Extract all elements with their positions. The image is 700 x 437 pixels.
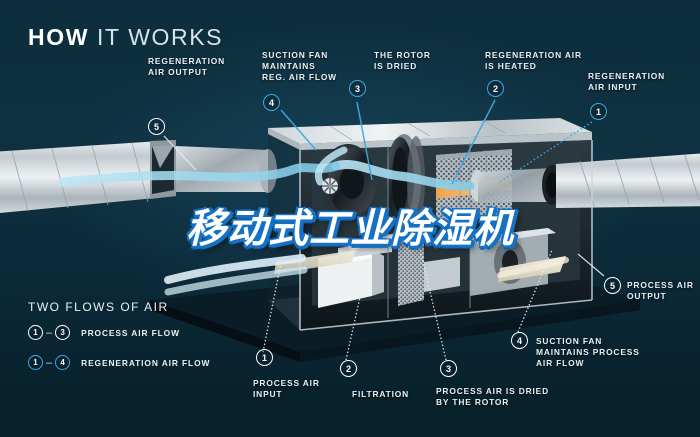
- legend-label-process-air-flow: PROCESS AIR FLOW: [81, 327, 180, 338]
- callout-marker-1-regeneration-air-input[interactable]: 1: [590, 103, 607, 120]
- callout-marker-4-suction-fan-process[interactable]: 4: [511, 332, 528, 349]
- legend-marker-from-1-blue: 1: [28, 355, 43, 370]
- callout-marker-2-regeneration-air-heated[interactable]: 2: [487, 80, 504, 97]
- page-title-rest: IT WORKS: [89, 24, 224, 50]
- legend-marker-to-3: 3: [55, 325, 71, 340]
- legend-marker-to-4-blue: 4: [55, 355, 71, 370]
- callout-marker-3-process-air-dried[interactable]: 3: [440, 360, 457, 377]
- legend-row-regeneration-air-flow: 1 – 4 REGENERATION AIR FLOW: [28, 355, 210, 370]
- callout-marker-1-process-air-input[interactable]: 1: [256, 349, 273, 366]
- callout-label-process-air-dried: PROCESS AIR IS DRIED BY THE ROTOR: [436, 386, 550, 408]
- callout-label-rotor-is-dried: THE ROTOR IS DRIED: [374, 50, 431, 72]
- legend-marker-from-1: 1: [28, 325, 43, 340]
- callout-label-filtration: FILTRATION: [352, 389, 410, 399]
- callout-label-process-air-output: PROCESS AIR OUTPUT: [627, 280, 694, 302]
- callout-label-regeneration-air-input: REGENERATION AIR INPUT: [588, 71, 666, 93]
- chinese-headline: 移动式工业除湿机: [186, 206, 514, 252]
- page-title-bold: HOW: [28, 24, 90, 50]
- legend-label-regeneration-air-flow: REGENERATION AIR FLOW: [81, 357, 211, 368]
- page-title: HOW IT WORKS: [28, 24, 223, 51]
- legend-row-process-air-flow: 1 – 3 PROCESS AIR FLOW: [28, 325, 180, 340]
- callout-label-process-air-input: PROCESS AIR INPUT: [253, 378, 320, 400]
- callout-label-suction-fan-process: SUCTION FAN MAINTAINS PROCESS AIR FLOW: [536, 336, 640, 369]
- legend-dash: –: [46, 326, 53, 339]
- callout-marker-2-filtration[interactable]: 2: [340, 360, 357, 377]
- callout-marker-5-process-air-output[interactable]: 5: [604, 277, 621, 294]
- callout-marker-4-suction-fan-reg[interactable]: 4: [263, 94, 280, 111]
- callout-marker-3-rotor-is-dried[interactable]: 3: [349, 80, 366, 97]
- callout-label-regeneration-air-output: REGENERATION AIR OUTPUT: [148, 56, 226, 78]
- legend-dash-blue: –: [46, 356, 53, 369]
- legend-heading: TWO FLOWS OF AIR: [28, 300, 169, 314]
- callout-label-suction-fan-reg: SUCTION FAN MAINTAINS REG. AIR FLOW: [262, 50, 337, 83]
- callout-label-regeneration-air-heated: REGENERATION AIR IS HEATED: [485, 50, 582, 72]
- callout-marker-5-regeneration-air-output[interactable]: 5: [148, 118, 165, 135]
